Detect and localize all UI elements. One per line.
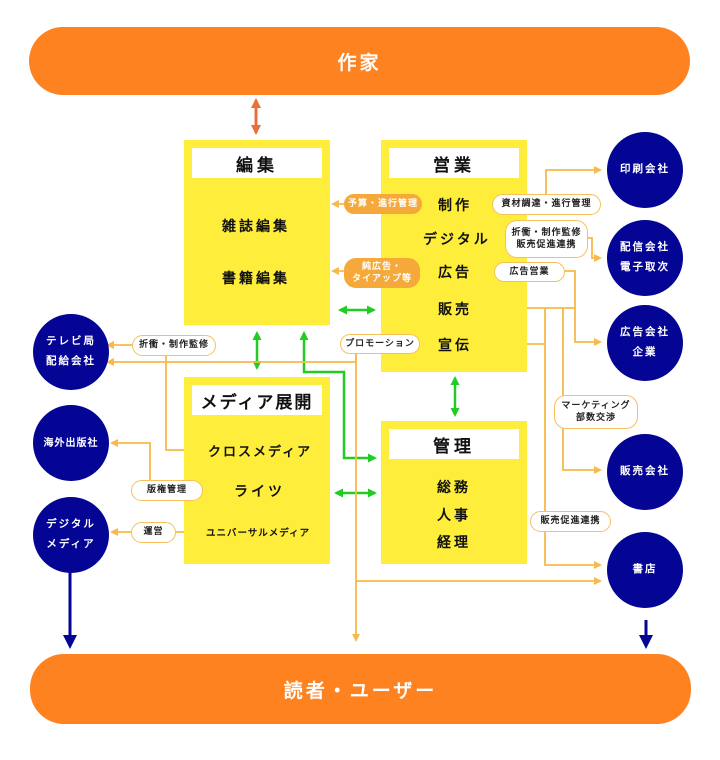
pill-text: 純広告・: [361, 261, 402, 272]
partner-label: 印刷会社: [620, 163, 670, 176]
partner-label: メディア: [46, 538, 96, 550]
author-bar: 作家: [29, 27, 690, 95]
editorial-item: 書籍編集: [222, 271, 290, 287]
partner-label: デジタル: [46, 518, 96, 531]
pill-text: 予算・進行管理: [347, 198, 418, 209]
pill-text: 販売促進連携: [516, 240, 577, 250]
admin-item: 総務: [437, 480, 471, 496]
partner-printing: 印刷会社: [607, 132, 683, 208]
pill-text: プロモーション: [345, 338, 415, 349]
media-title: メディア展開: [192, 385, 322, 415]
partner-tv: テレビ局 配給会社: [33, 314, 109, 390]
readers-bar: 読者・ユーザー: [30, 654, 691, 724]
partner-ad-agency: 広告会社 企業: [607, 305, 683, 381]
pill-text: 部数交渉: [575, 413, 616, 423]
author-label: 作家: [337, 51, 382, 74]
pure-ad-pill: 純広告・ タイアップ等: [344, 258, 420, 288]
ad-sales-pill: 広告営業: [494, 262, 565, 282]
operation-pill: 運営: [131, 522, 176, 543]
pill-text: 販売促進連携: [540, 516, 601, 527]
sales-promo-pill: 販売促進連携: [530, 511, 611, 532]
partner-label: 企業: [632, 346, 658, 358]
partner-sales-company: 販売会社: [607, 434, 683, 510]
editorial-item: 雑誌編集: [222, 219, 290, 235]
media-item-universal: ユニバーサルメディア: [206, 528, 311, 539]
partner-bookstore: 書店: [607, 532, 683, 608]
negotiation-pill: 折衝・制作監修: [132, 335, 216, 356]
pill-text: 折衝・制作監修: [511, 227, 582, 238]
budget-pill: 予算・進行管理: [344, 194, 422, 214]
pill-text: 広告営業: [509, 266, 550, 277]
pill-text: 版権管理: [146, 485, 187, 496]
admin-item: 人事: [437, 508, 471, 524]
editorial-title: 編集: [192, 148, 322, 178]
partner-label: 広告会社: [620, 326, 670, 339]
sales-title: 営業: [389, 148, 519, 178]
sales-department: 営業 制作 デジタル 広告 販売 宣伝: [381, 140, 527, 372]
partner-label: 配給会社: [46, 355, 96, 367]
media-department: メディア展開 クロスメディア ライツ ユニバーサルメディア: [184, 377, 330, 564]
digital-support-pill: 折衝・制作監修 販売促進連携: [505, 220, 588, 258]
admin-title: 管理: [389, 429, 519, 459]
partner-label: 販売会社: [620, 465, 670, 478]
sales-item-sales: 販売: [438, 302, 472, 318]
partner-digital-media: デジタル メディア: [33, 497, 109, 573]
partner-label: 書店: [632, 563, 658, 576]
partner-overseas: 海外出版社: [33, 405, 109, 481]
admin-item: 経理: [437, 535, 471, 551]
media-item-crossmedia: クロスメディア: [208, 445, 313, 460]
marketing-pill: マーケティング 部数交渉: [554, 395, 638, 429]
sales-item-production: 制作: [438, 198, 472, 214]
partner-distribution: 配信会社 電子取次: [607, 220, 683, 296]
materials-pill: 資材調達・進行管理: [492, 194, 601, 215]
editorial-department: 編集 雑誌編集 書籍編集: [184, 140, 330, 325]
promotion-pill: プロモーション: [340, 334, 420, 354]
pill-text: 折衝・制作監修: [138, 340, 209, 351]
pill-text: タイアップ等: [351, 274, 412, 284]
pill-text: 運営: [143, 527, 164, 538]
partner-label: 電子取次: [620, 261, 670, 273]
pill-text: 資材調達・進行管理: [501, 199, 592, 210]
admin-department: 管理 総務 人事 経理: [381, 421, 527, 564]
readers-label: 読者・ユーザー: [283, 679, 438, 702]
pill-text: マーケティング: [561, 400, 631, 411]
sales-item-advertising: 広告: [438, 265, 472, 281]
sales-item-publicity: 宣伝: [438, 338, 472, 354]
editorial-admin-link: [299, 331, 377, 463]
rights-mgmt-pill: 版権管理: [131, 480, 203, 501]
partner-label: テレビ局: [46, 335, 96, 348]
sales-item-digital: デジタル: [423, 232, 491, 248]
partner-label: 海外出版社: [43, 437, 99, 449]
media-item-rights: ライツ: [234, 484, 285, 500]
partner-label: 配信会社: [620, 241, 670, 254]
